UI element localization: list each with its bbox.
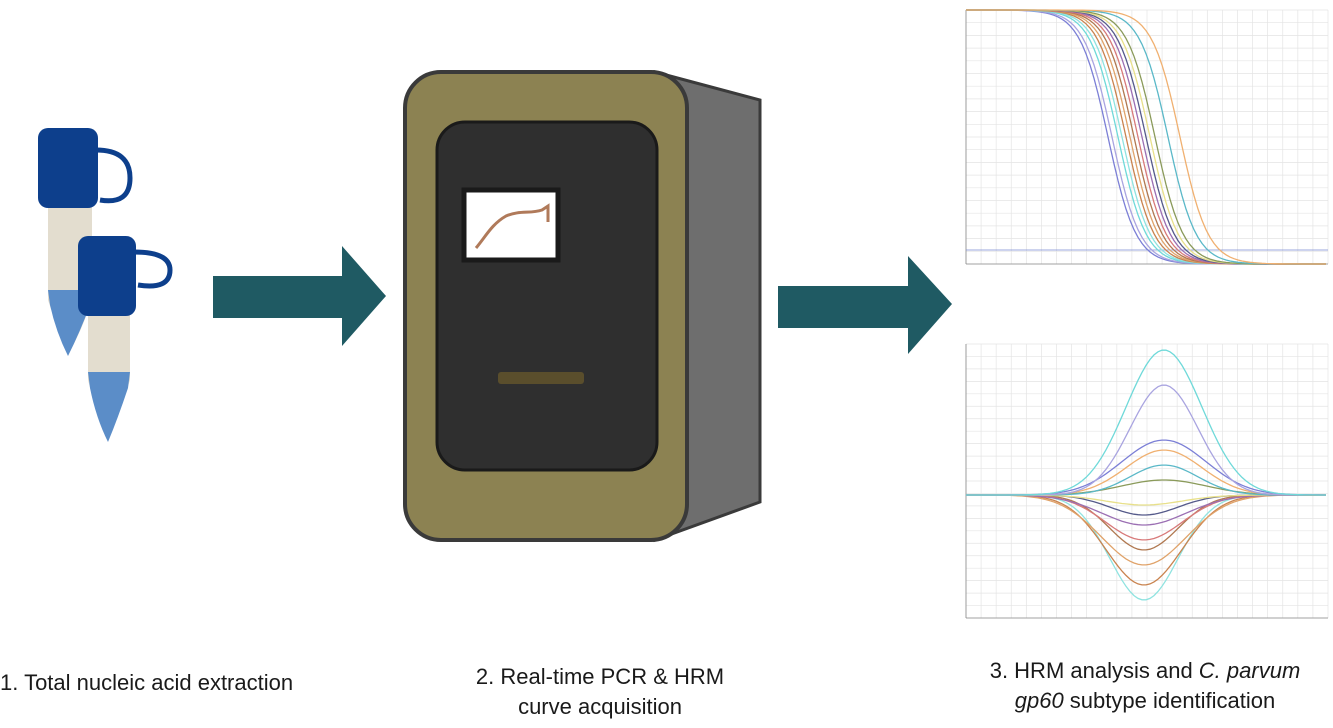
plot-normalized-melt [952, 4, 1332, 284]
step-3-label-pre: 3. HRM analysis and [989, 658, 1199, 683]
machine-slot [498, 372, 584, 384]
step-3-label-post: subtype identification [1063, 688, 1276, 713]
arrow-right-icon [778, 256, 952, 354]
arrow-right-icon [213, 246, 386, 346]
machine-panel [435, 120, 659, 472]
step-2-label-line1: 2. Real-time PCR & HRM [475, 664, 725, 689]
step-2-caption: 2. Real-time PCR & HRM curve acquisition [440, 662, 760, 722]
difference-curve [966, 349, 1326, 496]
step-2-label-line2: curve acquisition [518, 694, 682, 719]
tubes-illustration [38, 128, 173, 442]
machine-screen [461, 187, 561, 263]
step-1-label: 1. Total nucleic acid extraction [0, 670, 294, 695]
pcr-machine-illustration [403, 70, 762, 543]
melt-curve [966, 9, 1326, 265]
screen-curve [474, 203, 550, 249]
step-1-caption: 1. Total nucleic acid extraction [0, 668, 330, 698]
tube-front [78, 236, 173, 442]
step-3-caption: 3. HRM analysis and C. parvum gp60 subty… [960, 656, 1330, 716]
plot-difference [952, 338, 1332, 638]
step-3-label-species: C. parvum [1198, 658, 1301, 683]
step-3-label-gene: gp60 [1014, 688, 1064, 713]
